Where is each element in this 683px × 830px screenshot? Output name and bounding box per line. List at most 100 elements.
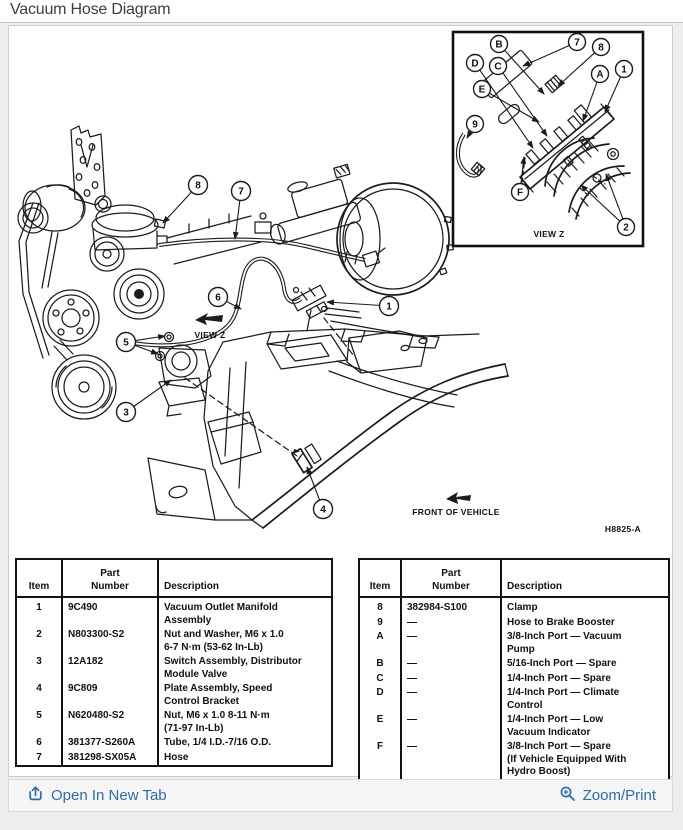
table-cell-item: 7 <box>36 751 42 763</box>
svg-text:A: A <box>596 69 603 80</box>
title-strip: Vacuum Hose Diagram <box>0 0 683 23</box>
table-cell-desc: 5/16-Inch Port — Spare <box>500 657 669 672</box>
callout-F <box>510 182 530 202</box>
svg-text:1: 1 <box>386 302 392 313</box>
table-cell-item: E <box>376 714 384 725</box>
zoom-magnifier-icon <box>559 785 576 806</box>
table-cell-part: — <box>400 615 501 630</box>
svg-text:9: 9 <box>472 119 478 130</box>
callout-8 <box>591 37 611 57</box>
svg-text:8: 8 <box>598 42 604 53</box>
svg-text:3: 3 <box>123 408 129 419</box>
callout-5 <box>115 331 137 353</box>
brake-booster <box>336 182 454 296</box>
table-cell-desc: Nut and Washer, M6 x 1.0 6-7 N·m (53-62 … <box>157 628 332 655</box>
table-cell-item: 9 <box>377 616 383 628</box>
callout-1 <box>378 295 400 317</box>
callout-E <box>472 79 492 99</box>
table-cell-desc: Plate Assembly, Speed Control Bracket <box>157 682 332 709</box>
svg-text:7: 7 <box>574 37 580 48</box>
column-header: Part Number <box>61 559 158 597</box>
zoom-print-label: Zoom/Print <box>582 787 656 804</box>
open-in-new-tab-icon <box>27 785 44 806</box>
view-z-main-label: VIEW Z <box>194 330 225 340</box>
table-cell-desc: Hose <box>157 750 332 766</box>
table-row: B—5/16-Inch Port — Spare <box>359 657 669 672</box>
table-cell-desc: 3/8-Inch Port — Spare (If Vehicle Equipp… <box>500 740 669 781</box>
table-cell-desc: Nut, M6 x 1.0 8-11 N·m (71-97 In-Lb) <box>157 709 332 736</box>
table-cell-desc: 1/4-Inch Port — Spare <box>500 671 669 686</box>
table-cell-part: — <box>400 686 501 713</box>
column-header: Description <box>500 559 669 597</box>
svg-text:2: 2 <box>623 222 629 233</box>
callout-B <box>489 34 509 54</box>
table-cell-desc: 1/4-Inch Port — Climate Control <box>500 686 669 713</box>
front-of-vehicle-label: FRONT OF VEHICLE <box>412 507 499 517</box>
svg-text:6: 6 <box>215 293 221 304</box>
table-cell-part: 9C809 <box>61 682 158 709</box>
table-cell-desc: Tube, 1/4 I.D.-7/16 O.D. <box>157 736 332 751</box>
open-in-new-tab-link[interactable]: Open In New Tab <box>27 785 167 806</box>
svg-text:1: 1 <box>621 64 627 75</box>
table-cell-part: — <box>400 740 501 781</box>
svg-text:C: C <box>494 61 501 72</box>
table-cell-part: N620480-S2 <box>61 709 158 736</box>
master-cylinder <box>269 163 361 245</box>
view-z-inset-label: VIEW Z <box>533 229 564 239</box>
column-header: Description <box>157 559 332 597</box>
callout-9 <box>465 114 485 134</box>
speed-control-servo <box>154 331 212 417</box>
table-cell-part: 381298-SX05A <box>61 750 158 766</box>
table-cell-desc: Clamp <box>500 597 669 616</box>
table-cell-part: 12A182 <box>61 655 158 682</box>
svg-text:B: B <box>495 39 502 50</box>
svg-text:D: D <box>471 58 478 69</box>
table-cell-part: — <box>400 671 501 686</box>
table-cell-item: 5 <box>36 710 42 721</box>
diagram-image-panel: VIEW Z FRONT OF VEHICLE H8825-A <box>8 25 673 782</box>
table-cell-item: C <box>376 672 384 684</box>
engine-drawing <box>17 125 272 420</box>
vacuum-hose-diagram-drawing: VIEW Z FRONT OF VEHICLE H8825-A <box>17 30 645 534</box>
table-cell-part: — <box>400 657 501 672</box>
fender-apron <box>147 307 509 529</box>
table-cell-part: 382984-S100 <box>400 597 501 616</box>
table-cell-desc: Hose to Brake Booster <box>500 615 669 630</box>
vacuum-outlet-manifold <box>291 284 329 332</box>
table-cell-item: 3 <box>36 656 42 667</box>
view-z-inset: VIEW Z <box>451 30 645 248</box>
table-cell-part: — <box>400 713 501 740</box>
main-labels: VIEW Z FRONT OF VEHICLE H8825-A <box>194 313 641 534</box>
figure-code-label: H8825-A <box>605 524 641 534</box>
table-cell-item: A <box>376 631 384 642</box>
table-cell-desc: Vacuum Outlet Manifold Assembly <box>157 597 332 628</box>
table-cell-part: 381377-S260A <box>61 736 158 751</box>
callout-3 <box>115 401 137 423</box>
table-row: F—3/8-Inch Port — Spare (If Vehicle Equi… <box>359 740 669 781</box>
callout-8 <box>187 174 209 196</box>
table-cell-item: 2 <box>36 629 42 640</box>
table-row: C —1/4-Inch Port — Spare <box>359 671 669 686</box>
table-cell-item: 4 <box>36 683 42 694</box>
table-cell-item: 8 <box>377 602 383 613</box>
svg-text:8: 8 <box>195 181 201 192</box>
footer-bar: Open In New Tab Zoom/Print <box>8 779 673 812</box>
zoom-print-link[interactable]: Zoom/Print <box>559 785 656 806</box>
callout-D <box>465 53 485 73</box>
table-cell-desc: 1/4-Inch Port — Low Vacuum Indicator <box>500 713 669 740</box>
callout-7 <box>567 32 587 52</box>
table-row: E —1/4-Inch Port — Low Vacuum Indicator <box>359 713 669 740</box>
svg-text:5: 5 <box>123 338 129 349</box>
svg-text:4: 4 <box>320 505 326 516</box>
table-row: D—1/4-Inch Port — Climate Control <box>359 686 669 713</box>
